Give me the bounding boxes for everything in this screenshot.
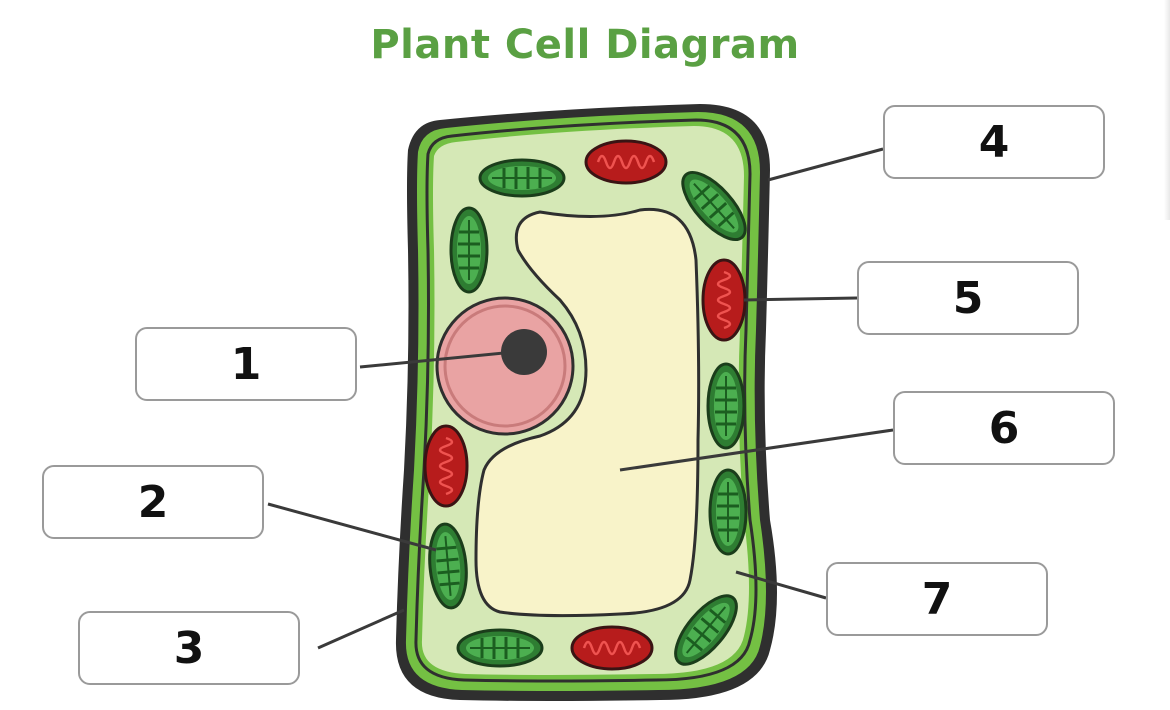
mitochondrion-icon — [423, 424, 469, 508]
nucleus — [435, 296, 575, 436]
mitochondrion-icon — [584, 139, 668, 185]
label-box-3[interactable]: 3 — [78, 611, 300, 685]
label-box-5[interactable]: 5 — [857, 261, 1079, 335]
leader-line-2 — [267, 502, 437, 552]
chloroplast-icon — [456, 628, 544, 668]
leader-line-6 — [619, 428, 894, 472]
chloroplast-icon — [708, 468, 748, 556]
leader-line-4 — [767, 147, 884, 182]
page-title: Plant Cell Diagram — [370, 22, 800, 68]
label-box-2[interactable]: 2 — [42, 465, 264, 539]
cell-membrane — [414, 118, 758, 683]
leader-line-3 — [317, 608, 405, 650]
label-box-1[interactable]: 1 — [135, 327, 357, 401]
leader-line-5 — [743, 296, 858, 302]
label-box-6[interactable]: 6 — [893, 391, 1115, 465]
vacuole — [474, 207, 701, 618]
nucleolus — [501, 329, 547, 375]
chloroplast-icon — [706, 362, 746, 450]
edge-shadow — [1164, 0, 1170, 220]
leader-line-1 — [359, 350, 515, 369]
leader-line-7 — [735, 570, 827, 600]
label-box-7[interactable]: 7 — [826, 562, 1048, 636]
label-box-4[interactable]: 4 — [883, 105, 1105, 179]
chloroplast-icon — [478, 158, 566, 198]
chloroplast-icon — [449, 206, 489, 294]
mitochondrion-icon — [701, 258, 747, 342]
mitochondrion-icon — [570, 625, 654, 671]
